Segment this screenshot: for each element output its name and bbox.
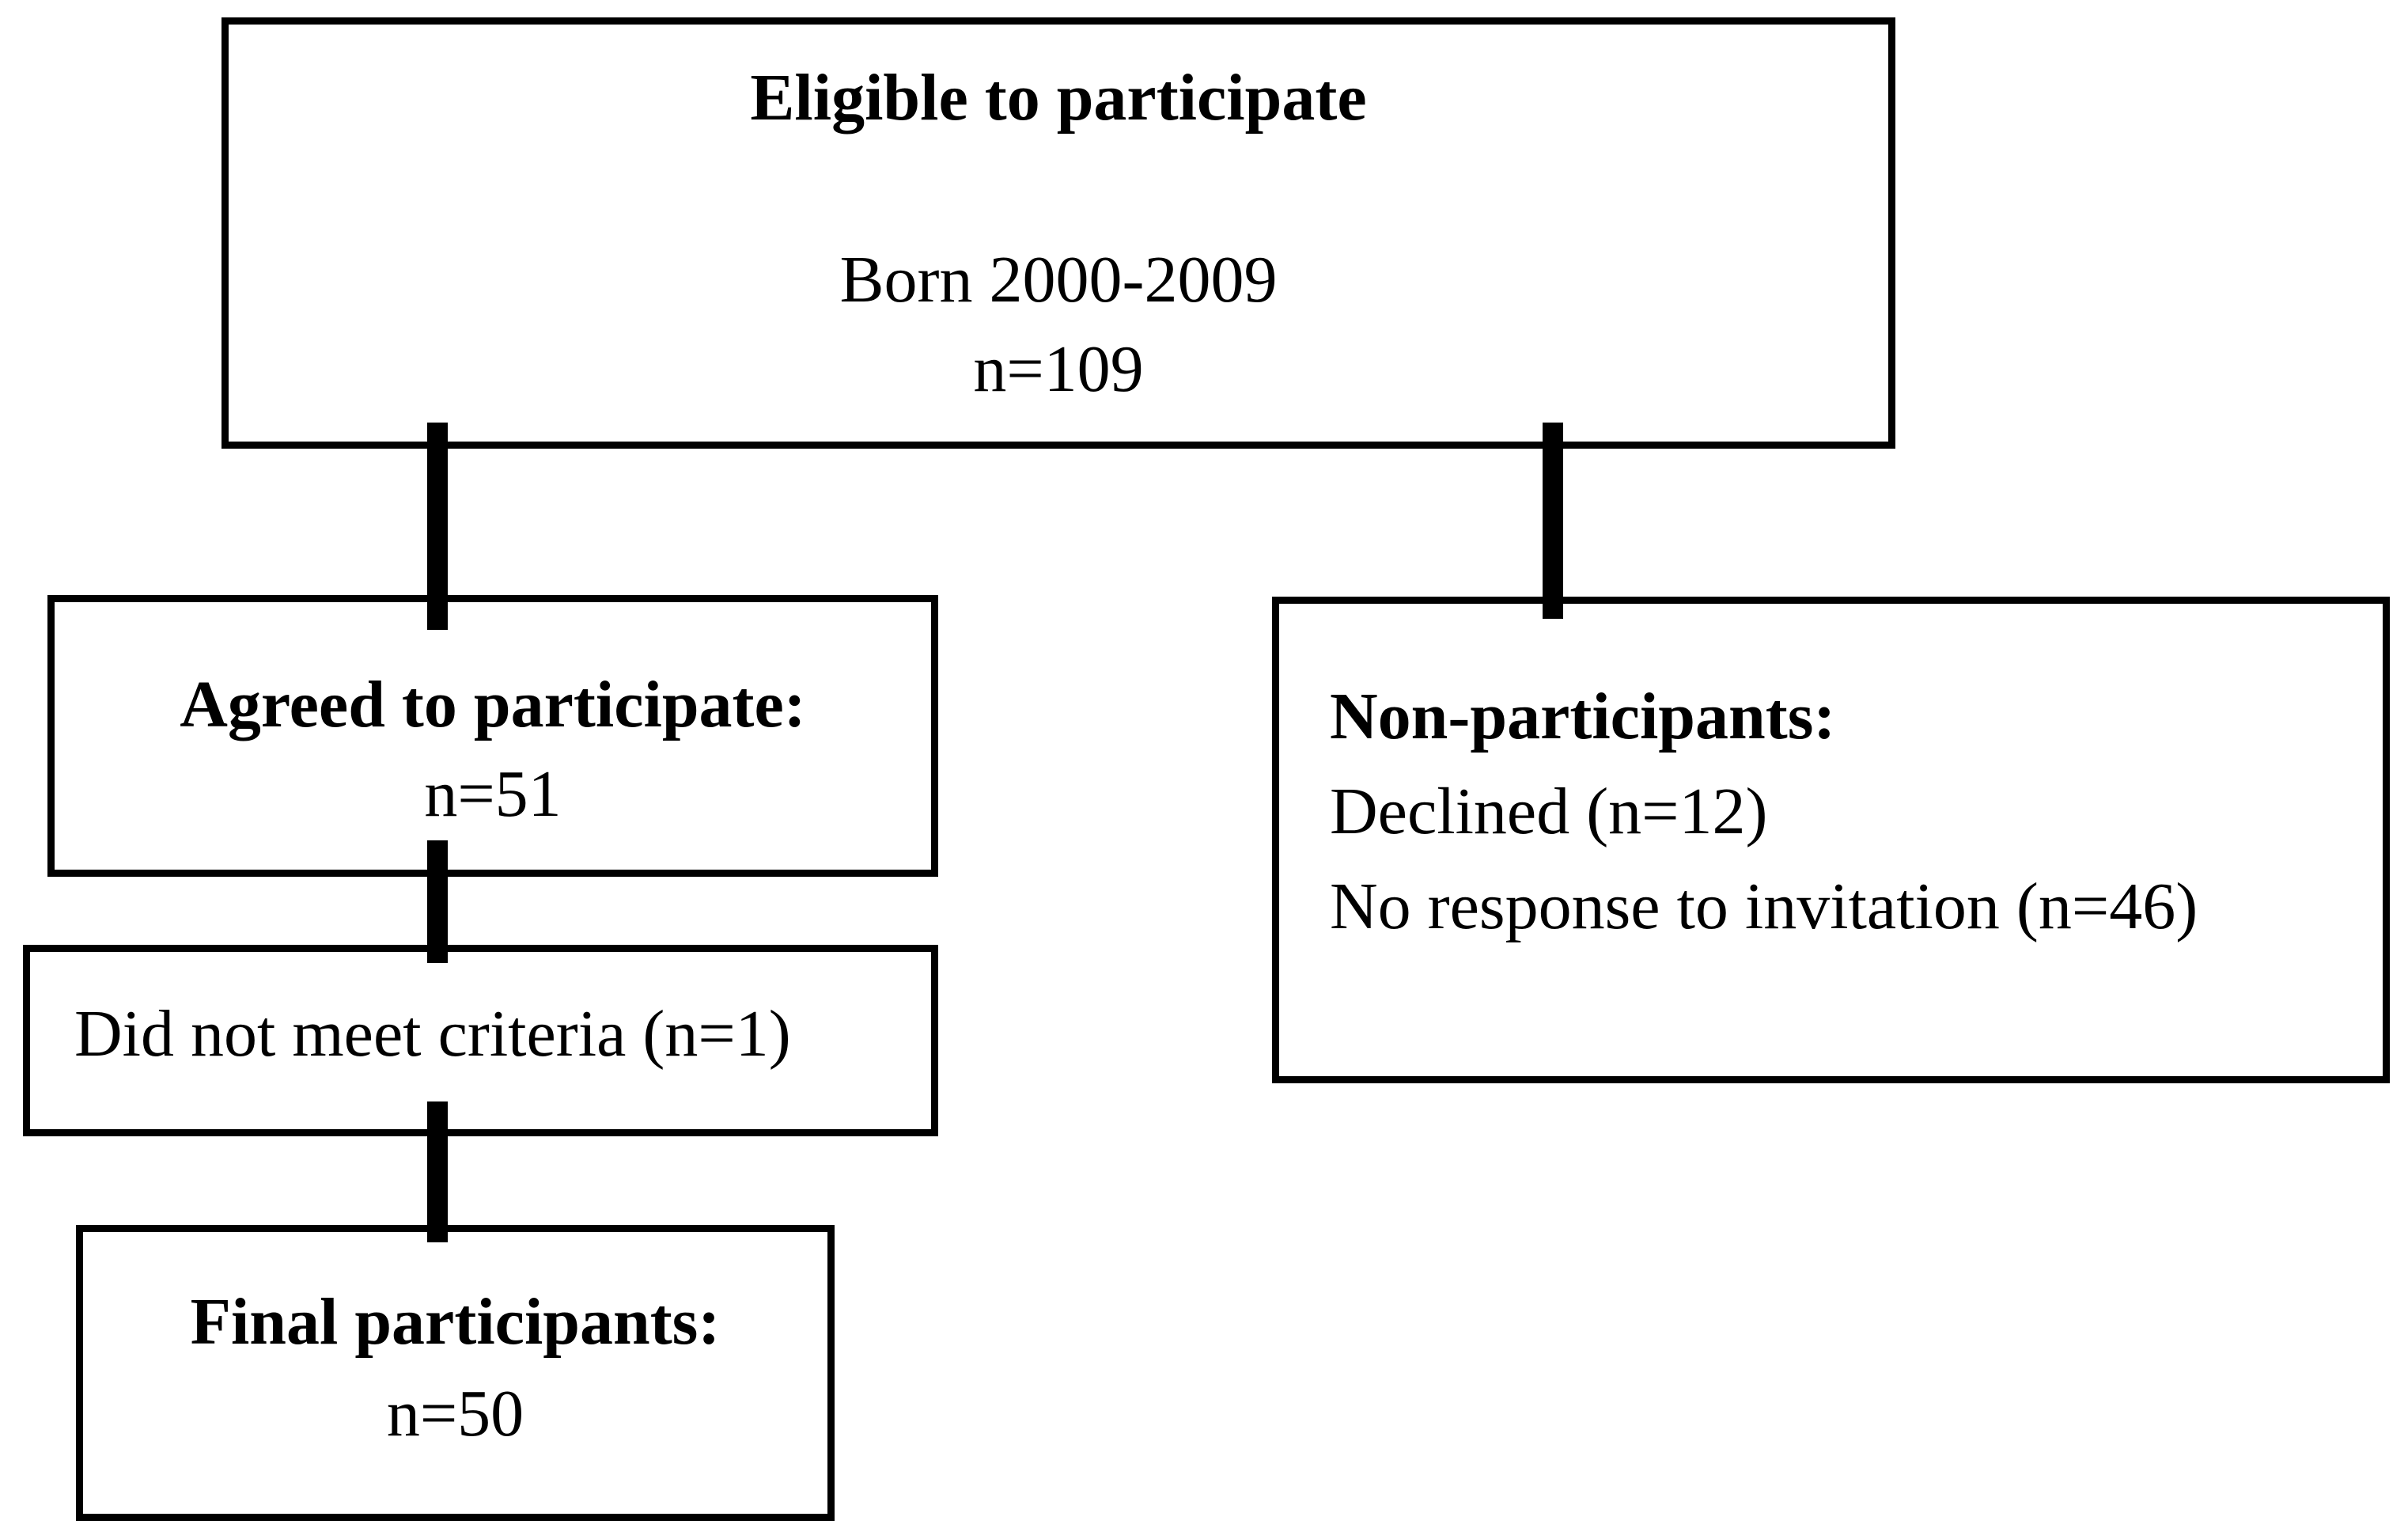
non-participants-box: Non-participants: Declined (n=12) No res… (1272, 597, 2390, 1083)
eligible-box: Eligible to participate Born 2000-2009 n… (221, 17, 1895, 449)
connector-eligible-to-agreed (427, 423, 448, 630)
final-title: Final participants: (190, 1285, 721, 1359)
connector-eligible-to-non-participants (1543, 423, 1563, 619)
criteria-exclusion-text: Did not meet criteria (n=1) (74, 997, 791, 1071)
final-count: n=50 (386, 1377, 524, 1450)
agreed-box: Agreed to participate: n=51 (47, 595, 938, 877)
connector-criteria-to-final (427, 1101, 448, 1242)
eligible-title: Eligible to participate (750, 61, 1367, 135)
final-participants-box: Final participants: n=50 (76, 1225, 835, 1521)
eligible-count: n=109 (973, 332, 1144, 406)
agreed-count: n=51 (424, 757, 562, 831)
non-participants-declined: Declined (n=12) (1330, 775, 1768, 848)
agreed-title: Agreed to participate: (180, 668, 806, 741)
non-participants-title: Non-participants: (1330, 680, 1836, 753)
criteria-exclusion-box: Did not meet criteria (n=1) (23, 945, 938, 1136)
non-participants-no-response: No response to invitation (n=46) (1330, 870, 2198, 943)
eligible-cohort: Born 2000-2009 (839, 243, 1278, 317)
connector-agreed-to-criteria (427, 840, 448, 963)
